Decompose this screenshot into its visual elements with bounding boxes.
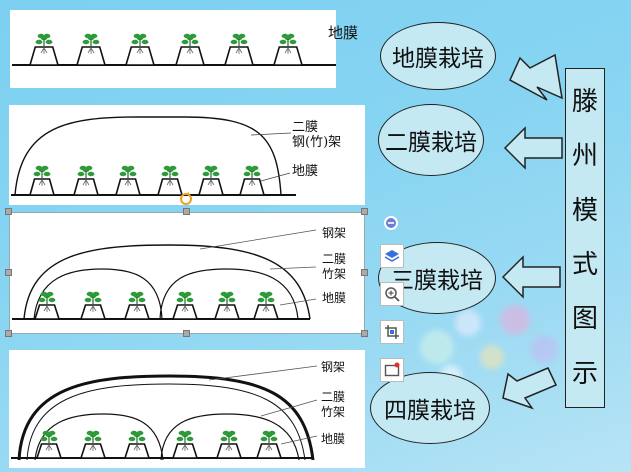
planting-bed: [215, 430, 243, 459]
label-bamboo-frame: 竹架: [321, 405, 346, 419]
resize-handle-top[interactable]: [183, 208, 190, 215]
four-film-diagram: [11, 365, 318, 461]
planting-bed: [79, 291, 107, 320]
planting-bed: [33, 291, 61, 320]
arrow-icon: [509, 53, 563, 101]
bokeh-light: [480, 345, 504, 369]
planting-bed: [213, 291, 241, 320]
resize-handle-bottom-right[interactable]: [361, 330, 368, 337]
resize-handle-left[interactable]: [5, 269, 12, 276]
planting-bed: [114, 165, 142, 196]
planting-bed: [197, 165, 225, 196]
arrow-icon: [502, 367, 558, 410]
title-char: 示: [571, 358, 598, 389]
collapse-button[interactable]: [384, 216, 398, 230]
planting-bed: [79, 430, 107, 459]
label-steel-frame: 钢架: [322, 226, 347, 240]
planting-bed: [156, 165, 184, 196]
resize-handle-top-left[interactable]: [5, 208, 12, 215]
layers-button[interactable]: [380, 244, 404, 268]
label-ground-film: 地膜: [322, 291, 347, 305]
planting-bed: [75, 33, 107, 66]
planting-bed: [28, 33, 60, 66]
arrow-icon: [501, 255, 561, 299]
resize-handle-right[interactable]: [361, 269, 368, 276]
frame-icon: [384, 362, 400, 377]
title-char: 模: [571, 195, 598, 226]
frame-button[interactable]: [380, 358, 404, 382]
selection-frame: [9, 212, 365, 334]
label-bamboo-frame: 竹架: [322, 267, 347, 281]
label-steel-frame: 钢架: [321, 360, 346, 374]
diagram-panel-three-film[interactable]: 钢架 二膜 竹架 地膜: [10, 213, 364, 333]
oval-four-film-cultivation[interactable]: 四膜栽培: [370, 372, 490, 444]
layers-icon: [384, 250, 400, 262]
ground-film-diagram: [12, 33, 336, 66]
label-second-film: 二膜: [292, 120, 319, 135]
label-steel-bamboo-frame: 钢(竹)架: [292, 135, 342, 150]
zoom-button[interactable]: [380, 282, 404, 306]
planting-bed: [171, 291, 199, 320]
planting-bed: [174, 33, 206, 66]
two-film-diagram: [11, 116, 296, 196]
title-char: 式: [571, 250, 598, 281]
crop-icon: [385, 325, 399, 339]
resize-handle-bottom-left[interactable]: [5, 330, 12, 337]
oval-label: 三膜栽培: [391, 268, 483, 294]
planting-bed: [238, 165, 266, 196]
label-second-film: 二膜: [322, 252, 347, 266]
planting-bed: [123, 430, 151, 459]
planting-bed: [252, 291, 280, 320]
label-ground-film: 地膜: [321, 432, 346, 446]
planting-bed: [255, 430, 283, 459]
diagram-panel-ground-film[interactable]: 地膜: [10, 10, 358, 88]
crop-button[interactable]: [380, 320, 404, 344]
title-box[interactable]: 滕 州 模 式 图 示: [565, 68, 605, 408]
diagram-panel-four-film[interactable]: 钢架 二膜 竹架 地膜: [9, 350, 365, 468]
rotate-handle-icon[interactable]: [178, 191, 194, 207]
oval-ground-film-cultivation[interactable]: 地膜栽培: [380, 22, 496, 90]
planting-bed: [272, 33, 304, 66]
label-ground-film: 地膜: [328, 24, 359, 42]
planting-bed: [124, 33, 156, 66]
bokeh-light: [530, 335, 558, 363]
planting-bed: [223, 33, 255, 66]
oval-label: 二膜栽培: [385, 130, 477, 156]
title-char: 图: [571, 304, 598, 335]
oval-two-film-cultivation[interactable]: 二膜栽培: [378, 104, 484, 176]
label-second-film: 二膜: [321, 390, 346, 404]
label-ground-film: 地膜: [292, 164, 319, 179]
planting-bed: [35, 430, 63, 459]
title-char: 滕: [571, 87, 598, 118]
three-film-diagram: [12, 229, 317, 320]
bokeh-light: [420, 330, 454, 364]
planting-bed: [72, 165, 100, 196]
minus-icon: [386, 218, 396, 228]
planting-bed: [28, 165, 56, 196]
bokeh-light: [500, 305, 530, 335]
resize-handle-bottom[interactable]: [183, 330, 190, 337]
bokeh-light: [455, 310, 481, 336]
planting-bed: [171, 430, 199, 459]
zoom-in-icon: [385, 287, 400, 302]
oval-label: 四膜栽培: [384, 398, 476, 424]
oval-label: 地膜栽培: [392, 46, 484, 72]
diagram-panel-two-film[interactable]: 二膜 钢(竹)架 地膜: [9, 105, 365, 205]
arrow-icon: [503, 126, 563, 170]
resize-handle-top-right[interactable]: [361, 208, 368, 215]
planting-bed: [123, 291, 151, 320]
title-char: 州: [571, 141, 598, 172]
